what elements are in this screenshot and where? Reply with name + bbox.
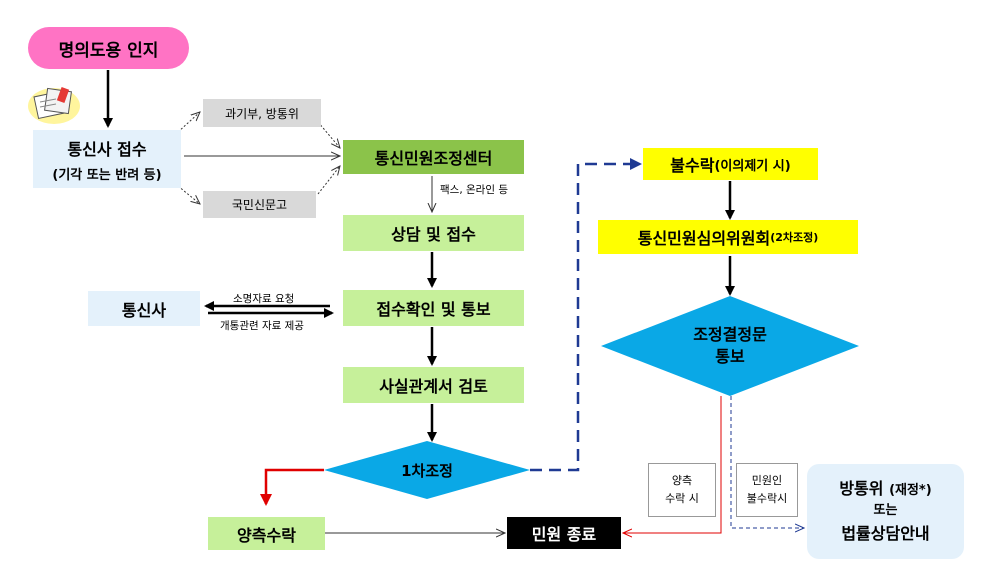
decision-line2: 통보: [715, 346, 745, 366]
both-accept-note-line1: 양측: [671, 474, 693, 488]
arrow-ministry-to-center: [317, 121, 340, 148]
complaint-end-node: 민원 종료: [507, 517, 621, 549]
reject-node: 불수락(이의제기 시): [643, 148, 818, 180]
committee-sub-label: (2차조정): [770, 231, 819, 244]
first-mediation-diamond: [324, 441, 530, 499]
reject-main-label: 불수락: [670, 156, 715, 175]
request-label: 소명자료 요청: [233, 293, 295, 305]
kcc-sub-label: (재정*): [889, 482, 932, 498]
consult-node: 상담 및 접수: [343, 215, 524, 251]
kcc-legal-label: 법률상담안내: [841, 523, 930, 543]
fax-online-label: 팩스, 온라인 등: [440, 184, 508, 196]
arrow-mediation-to-accept: [260, 468, 324, 506]
ministry-node: 과기부, 방통위: [203, 99, 321, 127]
carrier-receipt-title: 통신사 접수: [67, 139, 147, 159]
arrow-decision-to-kcc: [730, 396, 804, 528]
reject-sub-label: (이의제기 시): [714, 158, 791, 174]
carrier-node: 통신사: [88, 291, 200, 326]
decision-label: 조정결정문 통보: [650, 324, 810, 367]
committee-main-label: 통신민원심의위원회: [637, 229, 771, 248]
kcc-node: 방통위 (재정*) 또는 법률상담안내: [807, 464, 964, 559]
kcc-or-label: 또는: [873, 503, 898, 519]
first-mediation-label: 1차조정: [401, 462, 453, 480]
fact-review-node: 사실관계서 검토: [343, 367, 524, 403]
both-accept-note-line2: 수락 시: [665, 492, 699, 505]
arrow-receipt-to-petition: [177, 185, 200, 204]
complainant-reject-note-line1: 민원인: [751, 474, 783, 488]
both-accept-note: 양측 수락 시: [648, 463, 716, 517]
both-accept-node: 양측수락: [208, 517, 325, 550]
identity-theft-node: 명의도용 인지: [28, 27, 189, 69]
provide-label: 개통관련 자료 제공: [220, 320, 304, 332]
mediation-center-node: 통신민원조정센터: [343, 140, 524, 174]
document-illustration-icon: [26, 80, 82, 126]
petition-node: 국민신문고: [203, 191, 316, 218]
arrow-decision-to-end: [623, 396, 722, 533]
carrier-receipt-subtitle: (기각 또는 반려 등): [52, 167, 162, 183]
complainant-reject-note: 민원인 불수락시: [736, 463, 798, 517]
decision-diamond: [601, 296, 859, 396]
complainant-reject-note-line2: 불수락시: [746, 492, 788, 505]
carrier-receipt-node: 통신사 접수 (기각 또는 반려 등): [33, 130, 181, 188]
decision-line1: 조정결정문: [693, 325, 767, 344]
arrow-mediation-to-reject: [530, 158, 642, 472]
review-committee-node: 통신민원심의위원회(2차조정): [598, 220, 858, 254]
confirm-notify-node: 접수확인 및 통보: [343, 290, 524, 326]
kcc-main-label: 방통위: [839, 478, 884, 498]
arrow-receipt-to-ministry: [177, 112, 200, 133]
arrow-petition-to-center: [317, 166, 340, 195]
